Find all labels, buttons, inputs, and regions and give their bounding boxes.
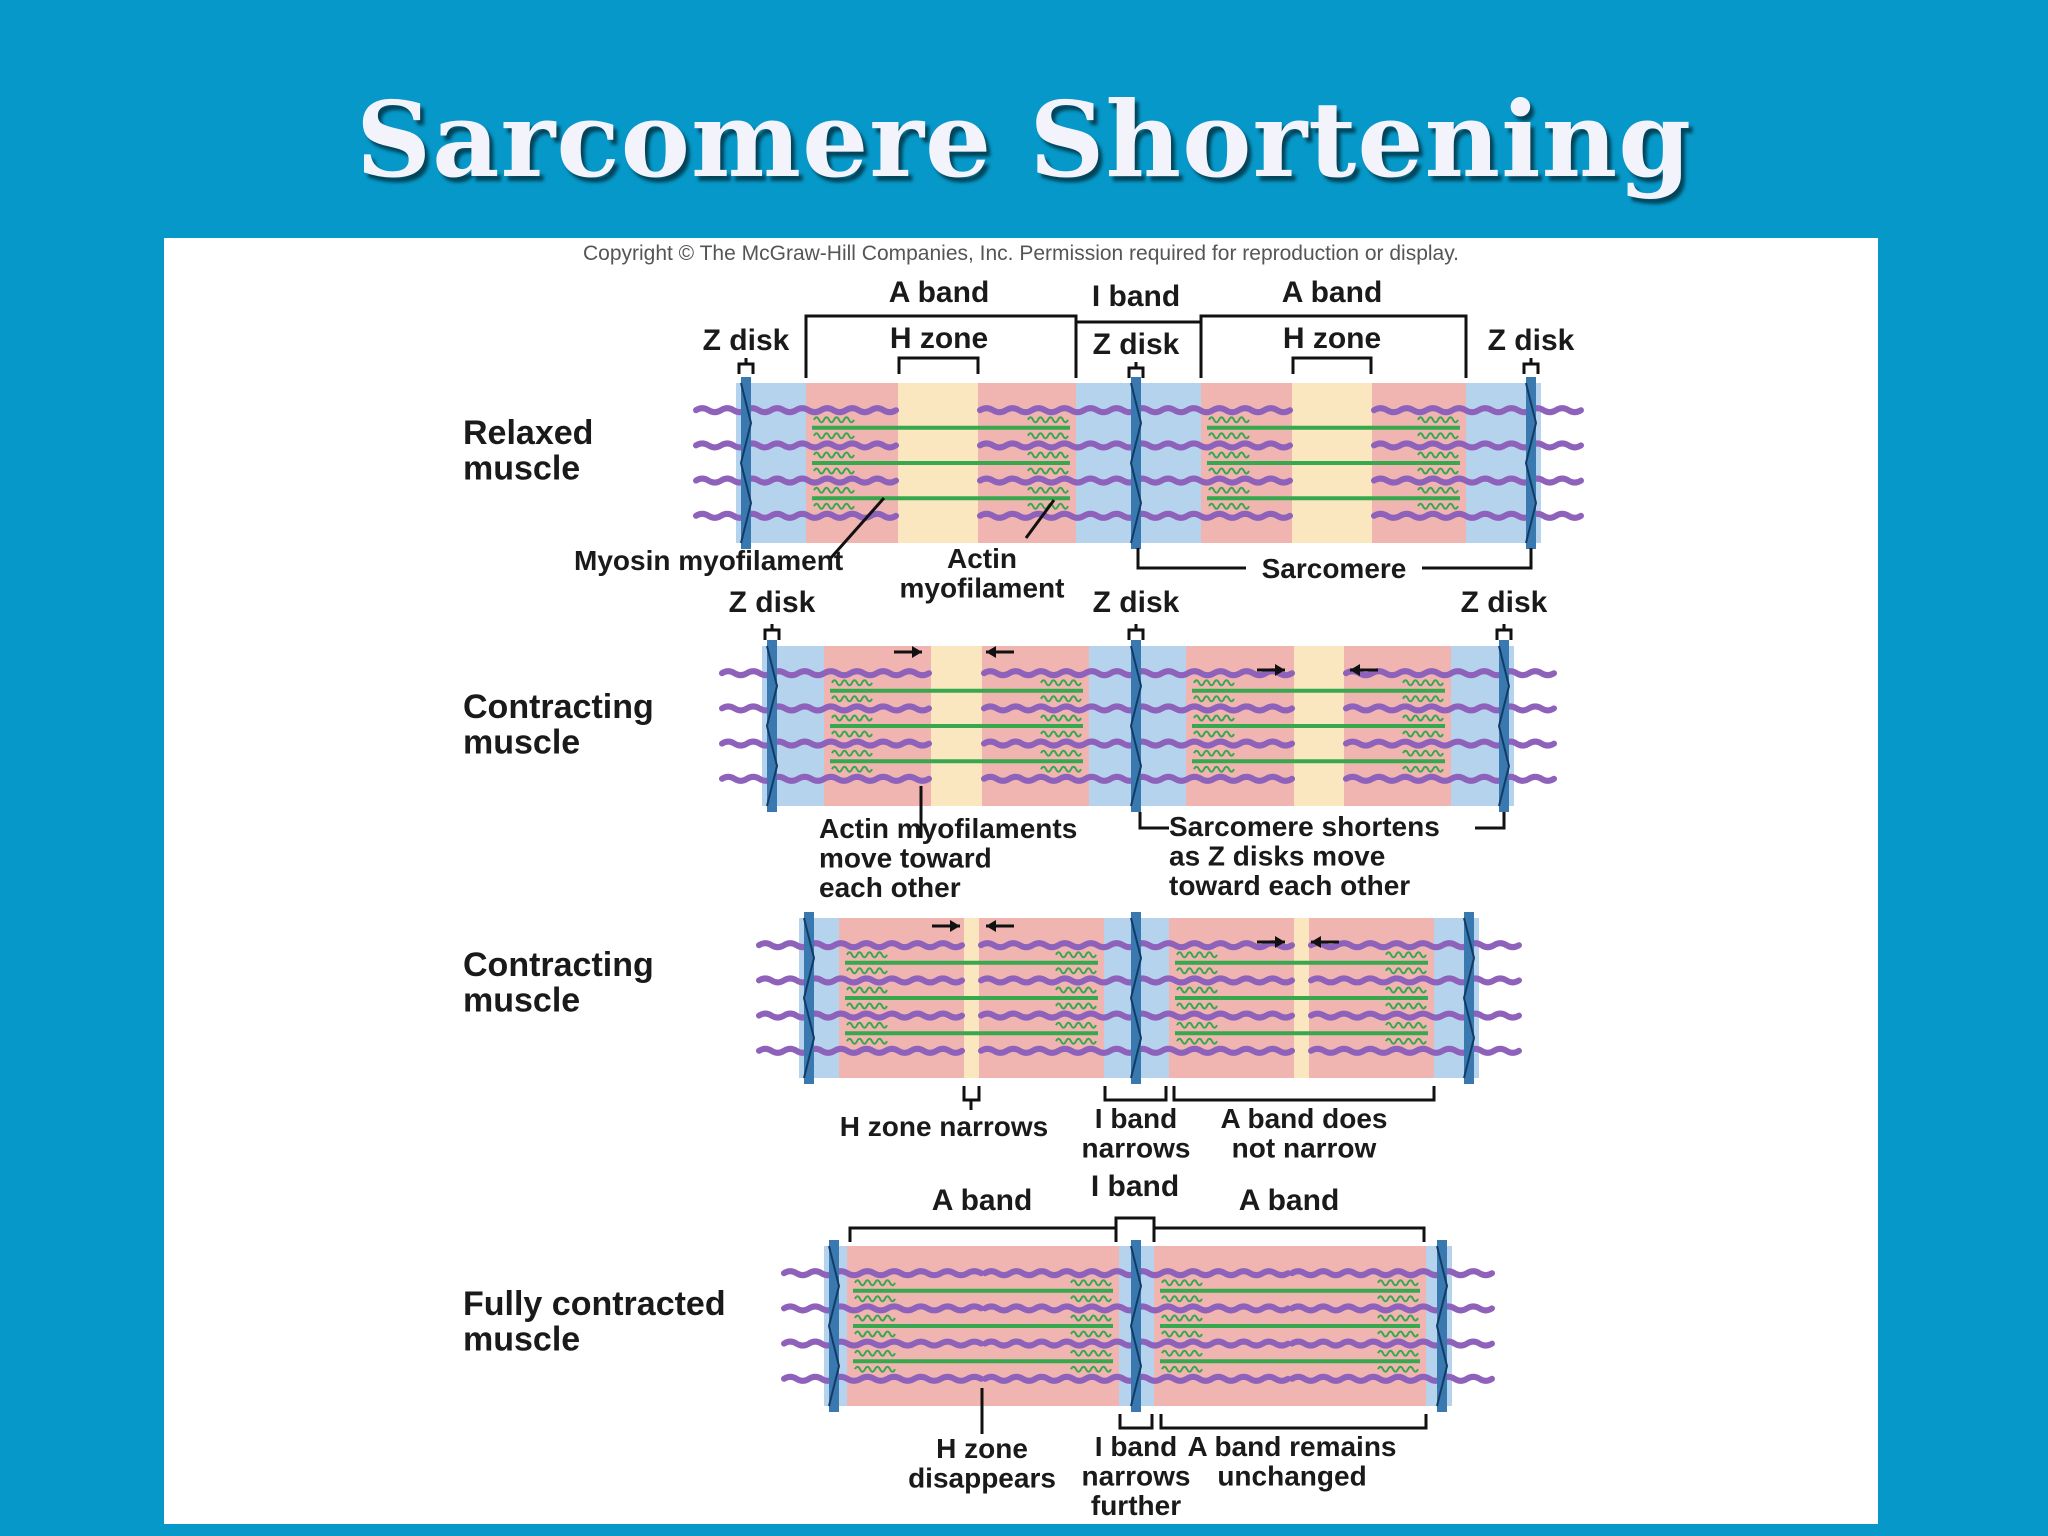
a-band-label-full-left: A band xyxy=(932,1184,1033,1217)
a-band-bracket-full-left xyxy=(848,1226,1118,1242)
contracting-strip-1 xyxy=(719,640,1557,812)
a-band-not-narrow-bracket xyxy=(1172,1086,1436,1102)
sarcomere-diagram: Copyright © The McGraw-Hill Companies, I… xyxy=(463,242,1584,1521)
h-zone-narrows-note: H zone narrows xyxy=(840,1111,1048,1142)
a-band-bracket-left xyxy=(804,314,1078,378)
i-band-label-full: I band xyxy=(1091,1170,1179,1203)
arrow-c1-r1 xyxy=(1257,664,1285,676)
h-zone-bracket-left xyxy=(897,356,980,374)
myosin-label: Myosin myofilament xyxy=(574,545,843,576)
arrow-c2-r1 xyxy=(1257,936,1285,948)
arrow-c2-l2 xyxy=(986,920,1014,932)
myosin-pointer xyxy=(827,497,886,561)
z-disk-tick-right xyxy=(1522,358,1540,374)
z-disk-label-c1-left: Z disk xyxy=(729,586,816,619)
arrow-c1-l1 xyxy=(894,646,922,658)
z-disk-tick-c1-right xyxy=(1495,624,1513,640)
i-band-label: I band xyxy=(1092,280,1180,313)
h-zone-bracket-right xyxy=(1291,356,1373,374)
z-disk-tick-mid xyxy=(1127,362,1145,378)
h-zone-narrow-bracket xyxy=(962,1086,981,1102)
z-disk-tick-left xyxy=(737,358,755,374)
arrow-c2-r2 xyxy=(1311,936,1339,948)
h-zone-label-left: H zone xyxy=(890,322,988,355)
actin-pointer xyxy=(1024,499,1056,539)
figure-panel: Copyright © The McGraw-Hill Companies, I… xyxy=(164,238,1878,1524)
sarcomere-note-bg xyxy=(1169,810,1475,844)
contracting-strip-2 xyxy=(756,912,1522,1084)
a-band-unchanged-bracket xyxy=(1159,1414,1428,1430)
a-band-bracket-right xyxy=(1199,314,1468,378)
z-disk-label-c1-mid: Z disk xyxy=(1093,586,1180,619)
arrow-c1-r2 xyxy=(1350,664,1378,676)
sarcomere-label: Sarcomere xyxy=(1262,553,1407,584)
z-disk-tick-c1-left xyxy=(763,624,781,640)
slide-title: Sarcomere Shortening xyxy=(356,78,1692,201)
z-disk-label-left: Z disk xyxy=(703,324,790,357)
h-zone-label-right: H zone xyxy=(1283,322,1381,355)
z-disk-label-mid: Z disk xyxy=(1093,328,1180,361)
i-band-narrow-bracket xyxy=(1103,1086,1168,1102)
arrow-c1-l2 xyxy=(986,646,1014,658)
i-band-bracket-full xyxy=(1114,1216,1156,1242)
a-band-label-right: A band xyxy=(1282,276,1383,309)
a-band-label-full-right: A band xyxy=(1239,1184,1340,1217)
sarcomere-label-bg xyxy=(1246,552,1422,584)
full-strip xyxy=(781,1240,1495,1412)
z-disk-tick-c1-mid xyxy=(1127,624,1145,640)
relaxed-strip xyxy=(693,377,1584,549)
i-band-further-bracket xyxy=(1118,1414,1154,1430)
z-disk-label-c1-right: Z disk xyxy=(1461,586,1548,619)
arrow-c2-l1 xyxy=(932,920,960,932)
copyright-note: Copyright © The McGraw-Hill Companies, I… xyxy=(583,242,1459,265)
a-band-bracket-full-right xyxy=(1152,1226,1426,1242)
a-band-label-left: A band xyxy=(889,276,990,309)
z-disk-label-right: Z disk xyxy=(1488,324,1575,357)
